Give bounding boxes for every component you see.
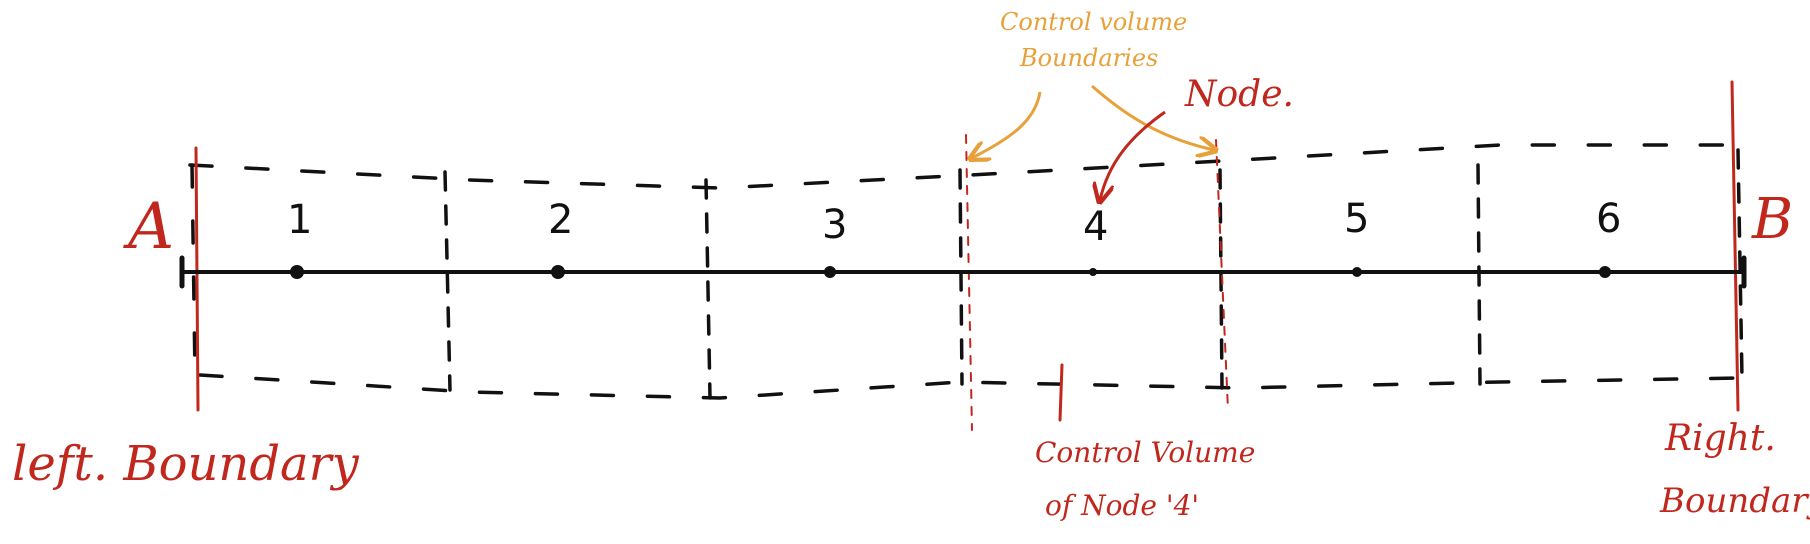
cv-boundary-5-6 <box>1476 163 1482 386</box>
cv-node4-annotation: Control Volume of Node '4' <box>1035 363 1255 522</box>
left-boundary-line <box>194 146 200 412</box>
node-point-4 <box>1089 268 1097 276</box>
cv-node4-label-line1: Control Volume <box>1035 436 1255 469</box>
node-label-2: 2 <box>548 197 573 243</box>
node-arrow <box>1100 110 1166 200</box>
cv-boundaries <box>443 148 1744 400</box>
node-label-5: 5 <box>1344 196 1369 242</box>
strip-top-dashed-edge <box>188 143 1742 190</box>
cv-boundaries-arrow-right <box>1091 84 1214 150</box>
cv-boundary-1-2 <box>443 170 452 392</box>
node-point-5 <box>1352 267 1362 277</box>
cv4-left-red-dashed <box>965 134 973 431</box>
node-points <box>290 265 1611 279</box>
right-boundary-annotation: Right. Boundary <box>1659 418 1810 521</box>
node-point-3 <box>824 266 836 278</box>
end-label-a: A <box>123 190 174 264</box>
strip-bottom-dashed-edge <box>198 373 1742 400</box>
red-boundaries <box>194 80 1740 431</box>
cv-boundary-3-4 <box>958 168 964 386</box>
node-annotation: Node. <box>1100 74 1294 200</box>
cv-boundary-2-3 <box>704 178 712 400</box>
right-boundary-line <box>1730 80 1740 412</box>
cv4-right-red-dashed <box>1215 139 1229 411</box>
node-labels: 1 2 3 4 5 6 <box>287 196 1621 250</box>
node-label-3: 3 <box>822 202 847 248</box>
right-boundary-label-line2: Boundary <box>1659 481 1810 521</box>
cv-boundaries-arrow-left <box>972 91 1042 158</box>
node-point-6 <box>1599 266 1611 278</box>
domain-axis <box>179 255 1747 289</box>
control-volume-strip-outline <box>188 143 1742 400</box>
end-label-b: B <box>1751 187 1793 252</box>
node-label-6: 6 <box>1596 196 1621 242</box>
node-label-1: 1 <box>287 197 312 243</box>
node-label: Node. <box>1184 74 1294 115</box>
left-boundary-label: left. Boundary <box>12 436 360 492</box>
strip-left-dashed-edge <box>190 163 197 377</box>
node-label-4: 4 <box>1083 204 1108 250</box>
node-point-2 <box>551 265 565 279</box>
node-point-1 <box>290 265 304 279</box>
cv-node4-pointer <box>1058 363 1064 422</box>
cv-boundary-right <box>1736 148 1744 380</box>
right-boundary-label-line1: Right. <box>1664 418 1776 459</box>
cv-boundaries-annotation: Control volume Boundaries <box>972 8 1214 158</box>
cv-boundary-4-5 <box>1218 168 1224 390</box>
cv-node4-label-line2: of Node '4' <box>1045 489 1199 522</box>
cv-boundaries-label-line1: Control volume <box>1000 8 1187 36</box>
cv-boundaries-label-line2: Boundaries <box>1019 44 1158 72</box>
